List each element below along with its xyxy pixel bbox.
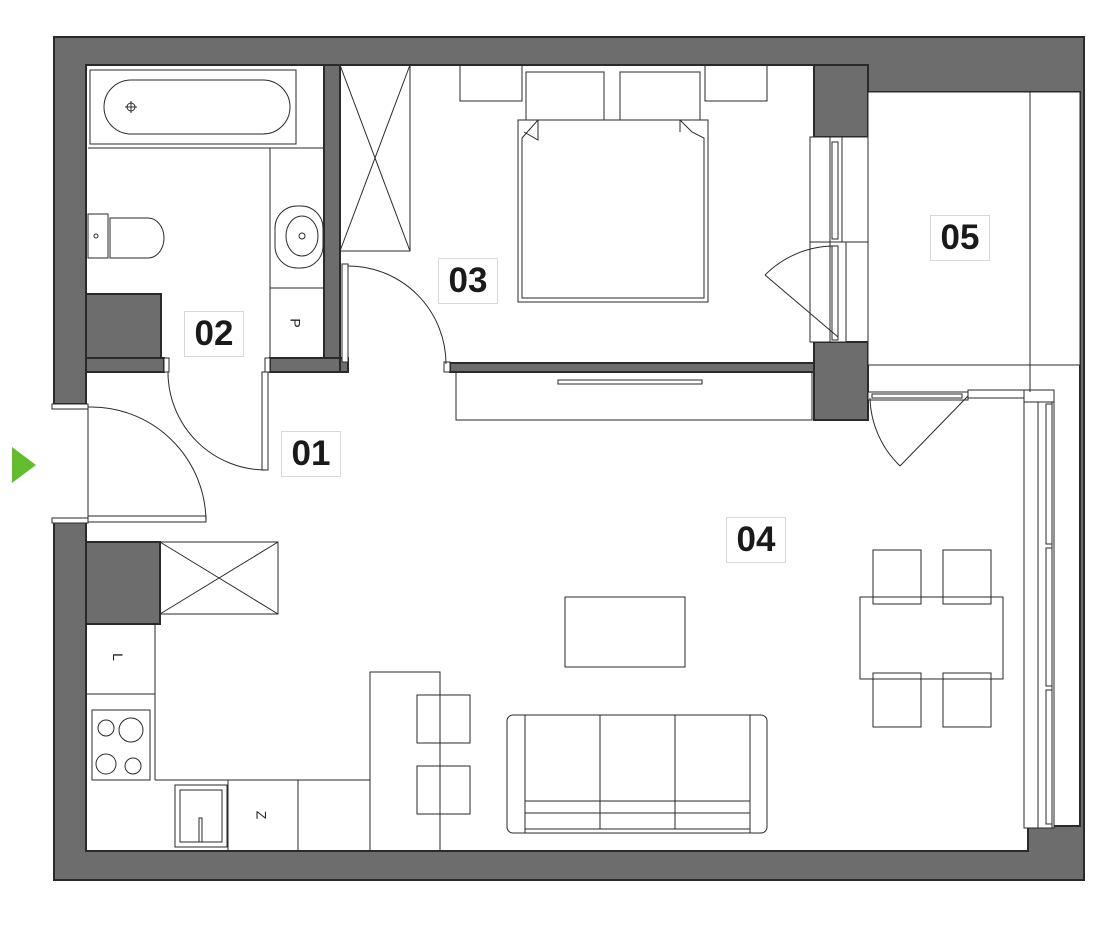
bedroom-bottom-wall [449,362,817,373]
built-in-cabinet [455,371,813,421]
kitchen-island [369,671,471,852]
nightstand-left [459,64,523,102]
room-label-01: 01 [281,431,341,477]
kitchen-counter [85,623,370,781]
entry-door[interactable] [51,403,207,524]
kitchen-sink [174,784,228,848]
bathtub [89,69,297,145]
entry-arrow-icon [12,447,36,483]
bedroom-right-wall-bottom [813,341,869,421]
double-bed [517,71,709,303]
bathroom-stub-wall [85,293,162,359]
bedroom-door[interactable] [341,263,451,373]
bathroom-vanity [269,147,325,289]
fridge-label: L [109,653,126,661]
room-label-03: 03 [438,258,498,304]
bedroom-window [764,136,873,343]
balcony-door[interactable] [867,389,1055,467]
room-label-02: 02 [184,311,244,357]
washer-cabinet [269,287,325,359]
sofa [506,714,768,834]
room-label-05: 05 [930,215,990,261]
dishwasher-label: Z [253,810,270,820]
coffee-table [564,596,686,668]
washer-label: P [287,318,304,328]
bath-bedroom-partition [323,64,341,363]
bathroom-door[interactable] [163,357,271,471]
entry-closet [159,541,279,615]
cooktop [91,709,151,781]
living-room-windows [1023,401,1055,829]
dishwasher-cabinet [227,779,299,852]
room-label-04: 04 [726,517,786,563]
dining-table [859,549,1004,728]
toilet [87,213,165,259]
nightstand-right [704,64,768,102]
bath-bottom-wall [269,357,341,373]
wardrobe [339,64,411,252]
entry-left-stub-wall [85,357,165,373]
kitchen-stub-wall [85,541,161,625]
bedroom-right-wall-top [813,64,869,138]
